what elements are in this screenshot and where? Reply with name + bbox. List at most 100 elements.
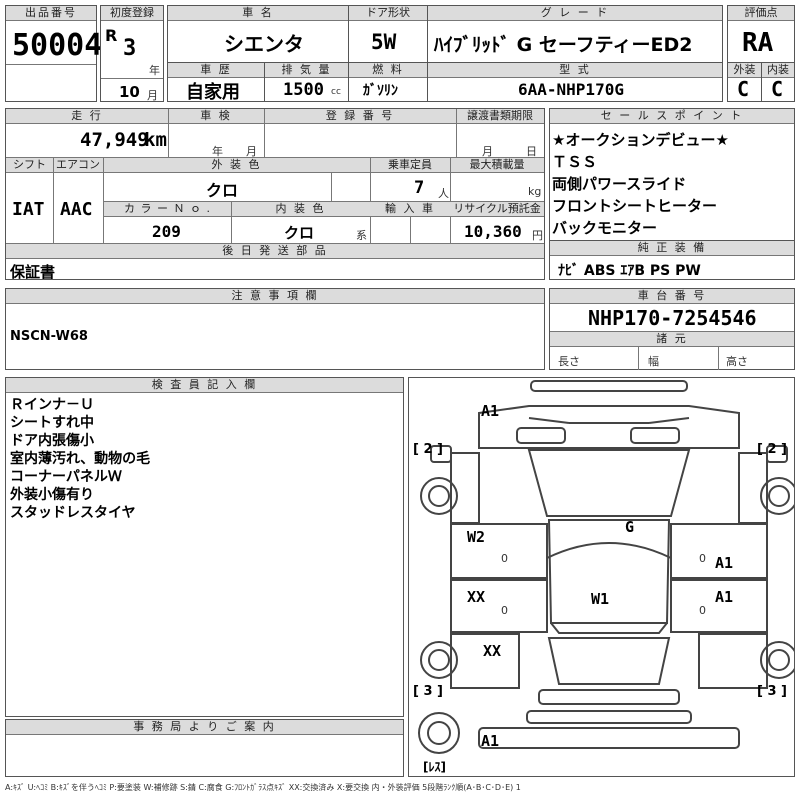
chassis-label: 車 台 番 号 — [550, 289, 794, 304]
max-load-unit: kg — [528, 185, 542, 198]
capacity-value: 7 — [414, 178, 425, 198]
equipment-value: ﾅﾋﾞ ABS ｴｱB PS PW — [558, 263, 701, 279]
notes-value: NSCN-W68 — [10, 329, 88, 344]
inspector-line: シートすれ中 — [10, 415, 94, 431]
month-value: 10 — [119, 83, 140, 101]
score-label: 評価点 — [728, 6, 794, 21]
history-value: 自家用 — [186, 82, 240, 103]
office-label: 事 務 局 よ り ご 案 内 — [6, 720, 403, 735]
damage-mark-front-a1: A1 — [481, 402, 500, 420]
inspector-line: Ｒインナ－Ｕ — [10, 397, 94, 413]
lot-number-value: 50004 — [12, 28, 103, 63]
month-unit: 月 — [147, 89, 158, 102]
shift-label: シフト — [6, 158, 53, 173]
inspector-line: 外装小傷有り — [10, 487, 94, 503]
shift-value: IAT — [12, 199, 45, 220]
inspector-line: ドア内張傷小 — [10, 433, 94, 449]
score-value: RA — [742, 28, 774, 58]
lot-number-box: 出品番号 50004 — [5, 5, 102, 102]
grade-value: ﾊｲﾌﾞﾘｯﾄﾞ G セーフティーED2 — [434, 34, 693, 56]
tire-front-right: [ 2 ] — [757, 442, 787, 457]
era-value: R — [105, 26, 118, 45]
tire-spare: [ﾚｽ] — [423, 760, 446, 774]
chassis-number-value: NHP170-7254546 — [588, 306, 757, 330]
equipment-label: 純 正 装 備 — [550, 241, 794, 256]
displacement-value: 1500 — [283, 80, 324, 100]
interior-label: 内装 — [762, 63, 794, 78]
car-name-box: 車 名 シエンタ — [167, 5, 349, 63]
grade-box: グ レ ー ド ﾊｲﾌﾞﾘｯﾄﾞ G セーフティーED2 — [427, 5, 723, 63]
history-box: 車 歴 自家用 — [167, 62, 265, 103]
door-zero-mark: 0 — [501, 552, 508, 565]
sales-point-item: ★オークションデビュー★ — [552, 131, 729, 149]
door-zero-mark: 0 — [699, 604, 706, 617]
transfer-deadline-label: 譲渡書類期限 — [456, 109, 544, 124]
damage-mark-right-front-a1: A1 — [715, 554, 734, 572]
vehicle-diagram: A1 G W2 A1 XX W1 A1 XX A1 0 0 0 0 [ 2 ] … — [408, 377, 795, 777]
mileage-value: 47,949 — [80, 129, 149, 151]
max-load-label: 最大積載量 — [450, 158, 544, 173]
sales-point-item: バックモニター — [552, 219, 658, 237]
width-label: 幅 — [648, 355, 659, 368]
sales-points-box: セ ー ル ス ポ イ ン ト ★オークションデビュー★ ＴＳＳ 両側パワースラ… — [549, 108, 795, 241]
color-number-label: カ ラ ー Ｎ ｏ . — [104, 202, 231, 217]
year-value: 3 — [123, 36, 137, 61]
transfer-day-unit: 日 — [526, 145, 537, 158]
inspector-line: コーナーパネルＷ — [10, 469, 122, 485]
tire-front-left: [ 2 ] — [413, 442, 443, 457]
office-box: 事 務 局 よ り ご 案 内 — [5, 719, 404, 777]
lot-number-label: 出品番号 — [6, 6, 96, 21]
notes-label: 注 意 事 項 欄 — [6, 289, 544, 304]
door-label: ドア形状 — [349, 6, 427, 21]
recycle-fee-unit: 円 — [532, 229, 543, 242]
door-value: 5W — [371, 30, 397, 54]
history-label: 車 歴 — [168, 63, 264, 78]
exterior-value: C — [737, 77, 750, 101]
exterior-label: 外装 — [728, 63, 761, 78]
mileage-unit: km — [144, 129, 167, 151]
equipment-box: 純 正 装 備 ﾅﾋﾞ ABS ｴｱB PS PW — [549, 240, 795, 280]
damage-mark-w2: W2 — [467, 528, 486, 546]
transfer-month-unit: 月 — [482, 145, 493, 158]
recycle-fee-label: リサイクル預託金 — [450, 202, 544, 217]
mileage-label: 走 行 — [6, 109, 168, 124]
aircon-value: AAC — [60, 199, 93, 220]
inspection-label: 車 検 — [168, 109, 264, 124]
model-box: 型 式 6AA-NHP170G — [427, 62, 723, 102]
sales-point-item: ＴＳＳ — [552, 153, 598, 171]
inspector-line: 室内薄汚れ、動物の毛 — [10, 451, 151, 467]
capacity-label: 乗車定員 — [370, 158, 450, 173]
damage-mark-rear-a1: A1 — [481, 732, 500, 750]
damage-mark-w1: W1 — [591, 590, 610, 608]
exterior-color-value: クロ — [206, 181, 239, 200]
score-box: 評価点 RA — [727, 5, 795, 63]
sales-points-label: セ ー ル ス ポ イ ン ト — [550, 109, 794, 124]
interior-color-value: クロ — [284, 224, 315, 242]
door-box: ドア形状 5W — [348, 5, 428, 63]
inspector-box: 検 査 員 記 入 欄 Ｒインナ－Ｕ シートすれ中 ドア内張傷小 室内薄汚れ、動… — [5, 377, 404, 717]
model-value: 6AA-NHP170G — [518, 80, 624, 99]
dimensions-label: 諸 元 — [550, 331, 794, 347]
tire-rear-right: [ 3 ] — [757, 684, 787, 699]
car-name-value: シエンタ — [224, 32, 304, 56]
legend-text: A:ｷｽﾞ U:ﾍｺﾐ B:ｷｽﾞを伴うﾍｺﾐ P:要塗装 W:補修跡 S:錆 … — [5, 783, 521, 792]
height-label: 高さ — [726, 355, 748, 368]
model-label: 型 式 — [428, 63, 722, 78]
capacity-unit: 人 — [438, 187, 449, 200]
inspection-year-unit: 年 — [212, 145, 223, 158]
sales-point-item: 両側パワースライド — [552, 175, 687, 193]
damage-mark-g: G — [625, 518, 635, 536]
tire-rear-left: [ 3 ] — [413, 684, 443, 699]
inspection-month-unit: 月 — [246, 145, 257, 158]
damage-mark-left-rear-xx: XX — [483, 642, 502, 660]
year-unit: 年 — [149, 64, 160, 77]
interior-color-unit: 系 — [356, 229, 367, 242]
fuel-box: 燃 料 ｶﾞｿﾘﾝ — [348, 62, 428, 102]
registration-number-label: 登 録 番 号 — [264, 109, 456, 124]
displacement-box: 排 気 量 1500 cc — [264, 62, 349, 102]
length-label: 長さ — [558, 355, 580, 368]
later-parts-value: 保証書 — [10, 263, 56, 281]
sales-point-item: フロントシートヒーター — [552, 197, 718, 215]
displacement-unit: cc — [331, 87, 341, 97]
interior-score-box: 内装 C — [761, 62, 795, 102]
